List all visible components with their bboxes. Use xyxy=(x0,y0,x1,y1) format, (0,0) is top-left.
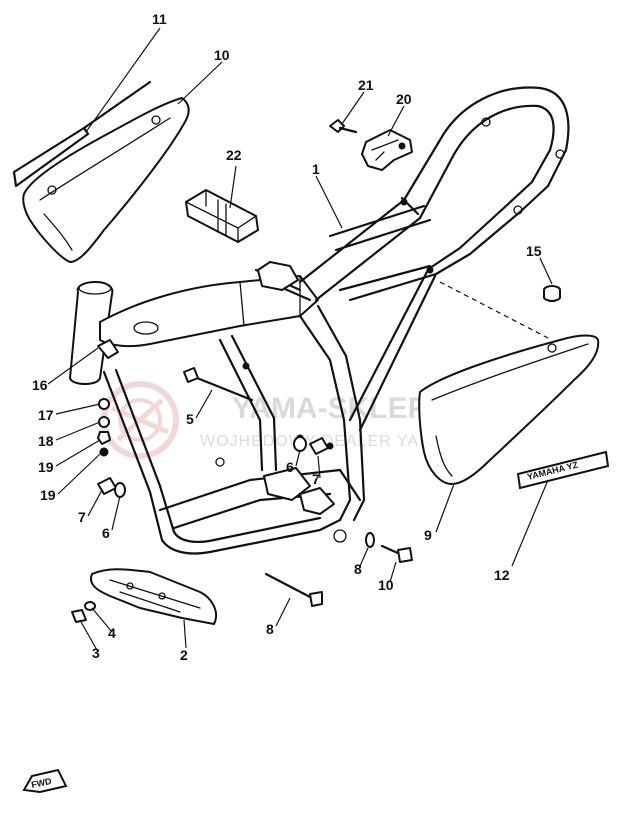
band xyxy=(185,189,259,243)
callout-7-left: 7 xyxy=(78,509,86,525)
bolt-right xyxy=(365,532,413,563)
callout-21: 21 xyxy=(358,77,374,93)
callout-20: 20 xyxy=(396,91,412,107)
callout-14: 15 xyxy=(526,243,542,259)
callout-19: 19 xyxy=(40,487,56,503)
forward-label: FWD xyxy=(30,776,53,790)
bracket xyxy=(361,129,413,171)
callout-10: 10 xyxy=(378,577,394,593)
bolt-washer-lower xyxy=(71,601,96,623)
callout-4: 4 xyxy=(108,625,116,641)
engine-mount-bolt-lower xyxy=(264,572,323,607)
frame xyxy=(69,86,570,555)
steering-stopper xyxy=(97,339,119,359)
callout-9: 8 xyxy=(354,561,362,577)
leader-lines xyxy=(47,27,553,653)
hardware-stack-left xyxy=(97,398,111,457)
nut-washer-left xyxy=(97,477,126,498)
callout-8: 8 xyxy=(266,621,274,637)
callout-18: 19 xyxy=(38,459,54,475)
decal-right: YAMAHA YZ xyxy=(516,450,610,490)
side-cover-left xyxy=(22,97,190,263)
callout-12: 10 xyxy=(214,47,230,63)
callout-11: 9 xyxy=(424,527,432,543)
callout-6-left: 6 xyxy=(102,525,110,541)
watermark-logo xyxy=(101,381,179,459)
side-cover-right xyxy=(418,334,600,485)
assembly-line xyxy=(439,281,549,339)
callout-7-center: 7 xyxy=(312,471,320,487)
nut-washer-center xyxy=(293,436,329,455)
engine-mount-bolt-upper xyxy=(183,367,254,402)
callout-6-center: 6 xyxy=(286,459,294,475)
callout-2: 2 xyxy=(180,647,188,663)
forward-arrow-icon: FWD xyxy=(22,768,68,794)
callout-3: 3 xyxy=(92,645,100,661)
callout-16: 17 xyxy=(38,407,54,423)
callout-labels: 11 10 21 20 22 1 15 16 17 18 19 19 7 6 5… xyxy=(32,11,542,663)
grommet xyxy=(543,285,561,302)
watermark-tagline: WOJHEDOWY DEALER YAMAHA xyxy=(200,433,469,450)
callout-15: 16 xyxy=(32,377,48,393)
callout-17: 18 xyxy=(38,433,54,449)
screw xyxy=(329,119,358,134)
callout-22: 22 xyxy=(226,147,242,163)
skid-plate xyxy=(90,568,218,625)
watermark: YAMA-SKLEP.PL WOJHEDOWY DEALER YAMAHA xyxy=(101,381,470,459)
callout-1: 1 xyxy=(312,161,320,177)
callout-5: 5 xyxy=(186,411,194,427)
callout-13-top: 11 xyxy=(152,11,167,27)
callout-13-right: 12 xyxy=(494,567,510,583)
